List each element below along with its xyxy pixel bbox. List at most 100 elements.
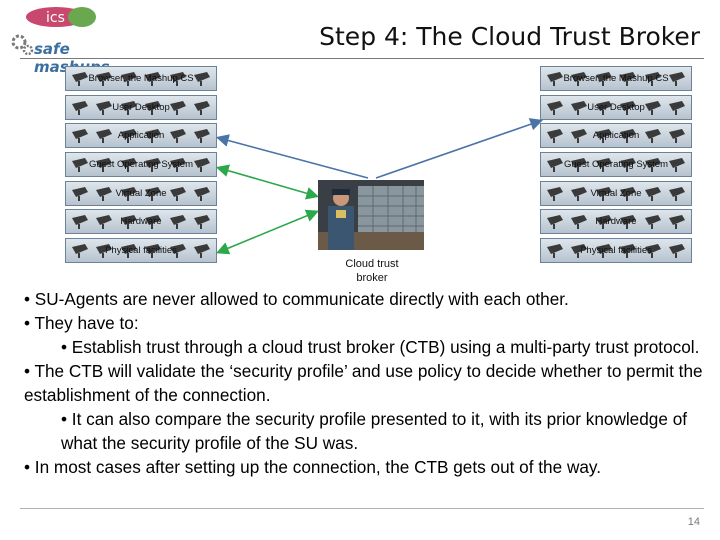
camera-row	[545, 185, 687, 203]
security-camera-icon	[145, 129, 162, 144]
security-camera-icon	[169, 100, 186, 115]
layer-label: Virtual Zone	[115, 187, 167, 199]
security-camera-icon	[644, 244, 661, 259]
green-arrow-lower	[216, 209, 319, 255]
security-camera-icon	[193, 215, 210, 230]
security-camera-icon	[668, 158, 685, 173]
security-camera-icon	[547, 244, 563, 259]
security-camera-icon	[193, 158, 210, 173]
layer-label: Browser, the Mashup CS	[88, 73, 194, 84]
layer-label: Physical facilities	[105, 245, 177, 257]
security-camera-icon	[620, 129, 637, 144]
layer-label: Application	[117, 130, 165, 142]
security-camera-icon	[620, 100, 637, 115]
broker-caption: Cloud trust broker	[345, 258, 399, 284]
security-camera-icon	[668, 129, 685, 144]
safe-mashups-logo: ics safe mashups	[10, 4, 110, 76]
security-camera-icon	[547, 215, 563, 230]
layer-label: User Desktop	[587, 101, 645, 113]
stack-layer: Virtual Zone	[540, 180, 692, 206]
security-camera-icon	[595, 129, 612, 144]
security-camera-icon	[668, 215, 685, 230]
stack-layer: Application	[540, 123, 692, 149]
stack-layer: Guest Operating System	[65, 152, 217, 178]
security-camera-icon	[193, 72, 210, 86]
security-camera-icon	[145, 215, 162, 230]
camera-row	[70, 99, 212, 117]
camera-row	[70, 127, 212, 145]
sub-bullet-line: • Establish trust through a cloud trust …	[61, 337, 700, 357]
security-camera-icon	[120, 100, 137, 115]
security-camera-icon	[193, 186, 210, 201]
camera-row	[70, 213, 212, 231]
layer-label: User Desktop	[112, 101, 170, 113]
security-camera-icon	[120, 129, 137, 144]
stack-layer: Hardware	[540, 209, 692, 235]
security-camera-icon	[145, 72, 162, 86]
security-camera-icon	[644, 158, 661, 173]
security-camera-icon	[644, 129, 661, 144]
camera-row	[70, 70, 212, 88]
layer-label: Browser, the Mashup CS	[563, 73, 669, 84]
security-camera-icon	[595, 100, 612, 115]
security-camera-icon	[72, 100, 88, 115]
security-camera-icon	[644, 215, 661, 230]
camera-row	[545, 99, 687, 117]
security-camera-icon	[120, 72, 137, 86]
layer-label: Guest Operating System	[88, 159, 194, 171]
security-guard-photo	[318, 180, 424, 250]
security-camera-icon	[96, 186, 113, 201]
stack-layer: User Desktop	[540, 94, 692, 120]
security-camera-icon	[96, 158, 113, 173]
security-camera-icon	[193, 129, 210, 144]
security-camera-icon	[595, 72, 612, 86]
security-camera-icon	[169, 158, 186, 173]
security-camera-icon	[571, 244, 588, 259]
stack-layer: Browser, the Mashup CS	[540, 66, 692, 91]
security-camera-icon	[668, 244, 685, 259]
security-camera-icon	[547, 186, 563, 201]
stack-layer: Physical facilities	[540, 238, 692, 264]
stack-layer: Browser, the Mashup CS	[65, 66, 217, 91]
slide-body: • SU-Agents are never allowed to communi…	[24, 287, 714, 479]
security-camera-icon	[547, 72, 563, 86]
footer-divider	[20, 508, 704, 509]
security-camera-icon	[72, 215, 88, 230]
layer-label: Physical facilities	[580, 245, 652, 257]
security-camera-icon	[72, 186, 88, 201]
security-camera-icon	[668, 72, 685, 86]
security-camera-icon	[96, 72, 113, 86]
security-camera-icon	[571, 72, 588, 86]
layer-label: Guest Operating System	[563, 159, 669, 171]
camera-row	[70, 156, 212, 174]
stack-layer: Physical facilities	[65, 238, 217, 264]
security-camera-icon	[571, 215, 588, 230]
security-camera-icon	[145, 158, 162, 173]
security-camera-icon	[72, 129, 88, 144]
logo-top-text: ics	[46, 10, 65, 26]
stack-layer: Hardware	[65, 209, 217, 235]
security-camera-icon	[72, 158, 88, 173]
security-camera-icon	[145, 186, 162, 201]
camera-row	[545, 70, 687, 88]
gear-icon	[11, 34, 34, 56]
slide-title: Step 4: The Cloud Trust Broker	[319, 22, 700, 51]
security-camera-icon	[169, 215, 186, 230]
security-camera-icon	[193, 100, 210, 115]
logo-bottom: safe mashups	[10, 32, 110, 76]
bullet-line: • SU-Agents are never allowed to communi…	[24, 289, 569, 309]
security-camera-icon	[571, 129, 588, 144]
security-camera-icon	[120, 186, 137, 201]
security-camera-icon	[595, 244, 612, 259]
camera-row	[545, 127, 687, 145]
security-camera-icon	[96, 244, 113, 259]
security-camera-icon	[571, 100, 588, 115]
security-camera-icon	[547, 158, 563, 173]
security-camera-icon	[547, 100, 563, 115]
bullet-line: • They have to:	[24, 313, 139, 333]
layer-label: Application	[592, 130, 640, 142]
camera-row	[545, 213, 687, 231]
camera-row	[545, 242, 687, 260]
